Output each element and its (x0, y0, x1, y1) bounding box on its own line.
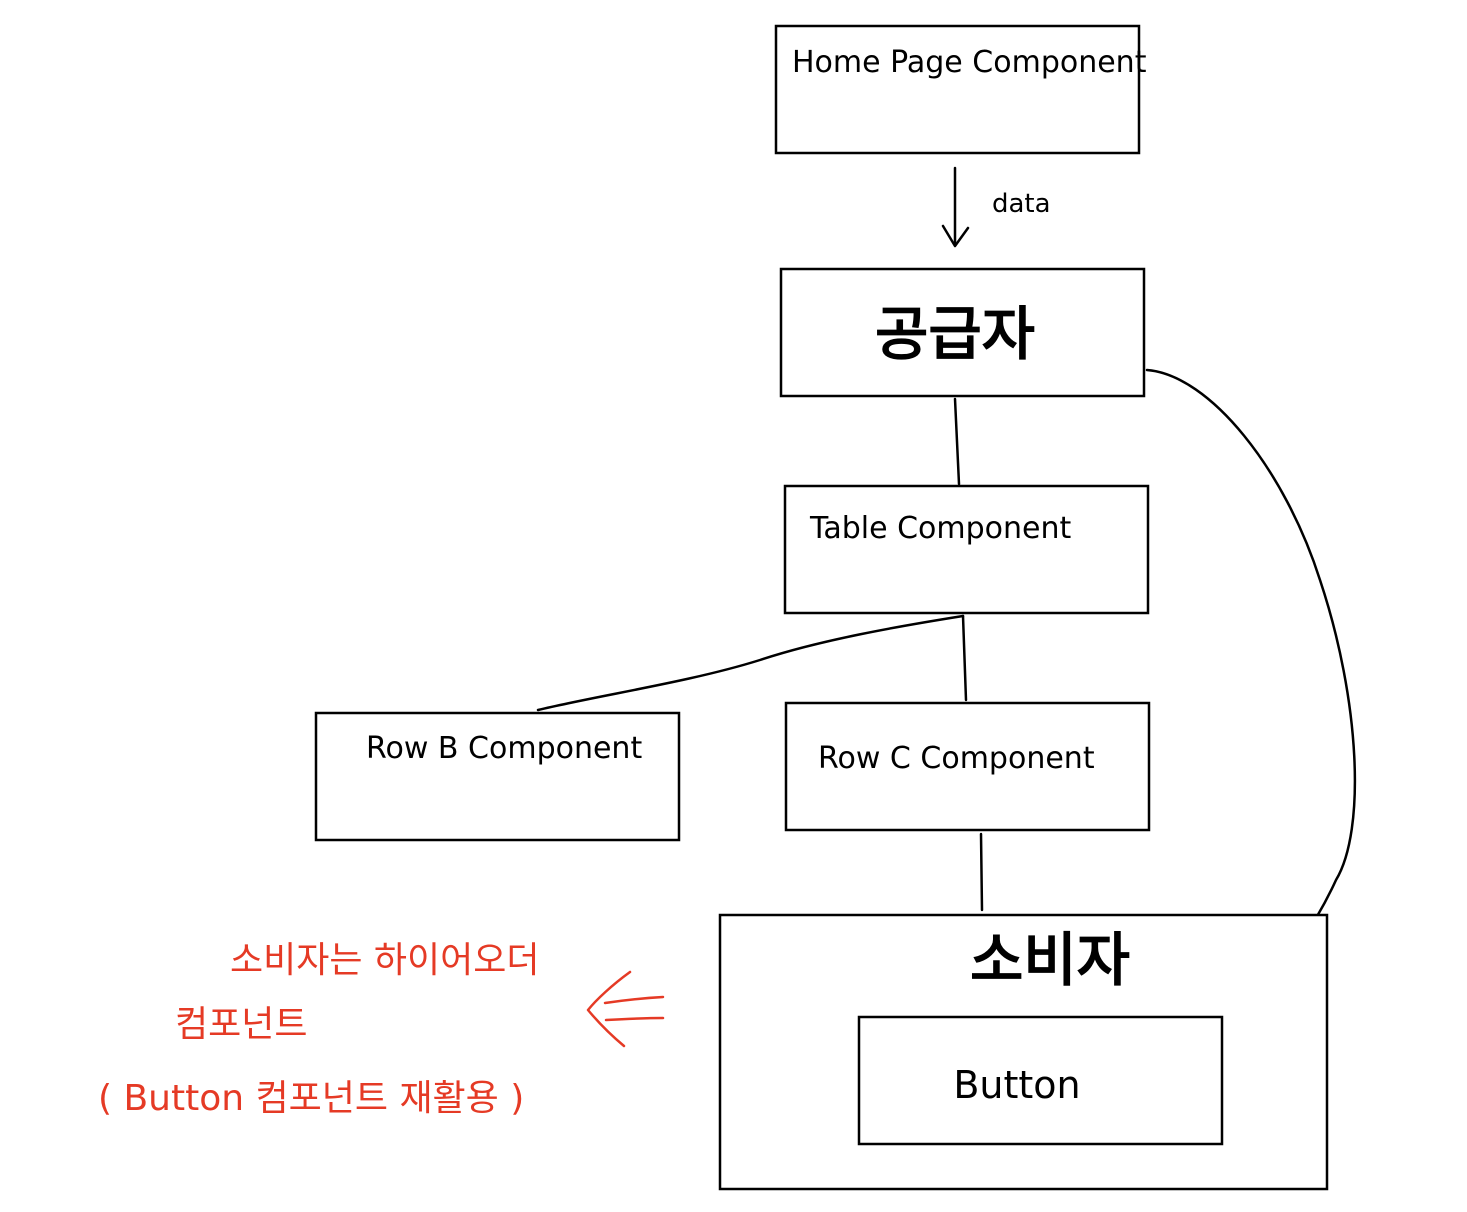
node-button: Button (857, 1015, 1224, 1146)
node-provider-label: 공급자 (875, 300, 1035, 368)
node-consumer-label: 소비자 (970, 926, 1130, 994)
annotation-line-3: ( Button 컴포넌트 재활용 ) (98, 1078, 524, 1119)
node-row-b: Row B Component (314, 711, 681, 842)
annotation-line-2: 컴포넌트 (175, 1004, 307, 1045)
node-homepage: Home Page Component (774, 24, 1147, 155)
edge-label-home-to-provider: data (992, 189, 1051, 219)
node-table: Table Component (783, 484, 1150, 615)
annotation-line-1: 소비자는 하이어오더 (230, 940, 540, 981)
edge-table-to-row-b (536, 614, 965, 712)
edge-row-c-to-consumer (979, 832, 984, 912)
node-button-label: Button (953, 1063, 1080, 1107)
node-provider: 공급자 (779, 267, 1146, 398)
node-row-c: Row C Component (784, 701, 1151, 832)
node-homepage-label: Home Page Component (792, 45, 1147, 80)
annotation: 소비자는 하이어오더 컴포넌트 ( Button 컴포넌트 재활용 ) (98, 940, 665, 1119)
edge-provider-to-table (953, 397, 961, 486)
edge-home-to-provider-arrowhead (941, 224, 970, 248)
edge-provider-to-consumer (1145, 368, 1357, 957)
node-row-b-label: Row B Component (366, 731, 642, 766)
node-row-c-label: Row C Component (818, 741, 1095, 776)
edge-table-to-row-c (961, 614, 968, 702)
annotation-arrow-icon (586, 970, 665, 1048)
node-table-label: Table Component (809, 511, 1072, 546)
connectors (536, 166, 1357, 1056)
